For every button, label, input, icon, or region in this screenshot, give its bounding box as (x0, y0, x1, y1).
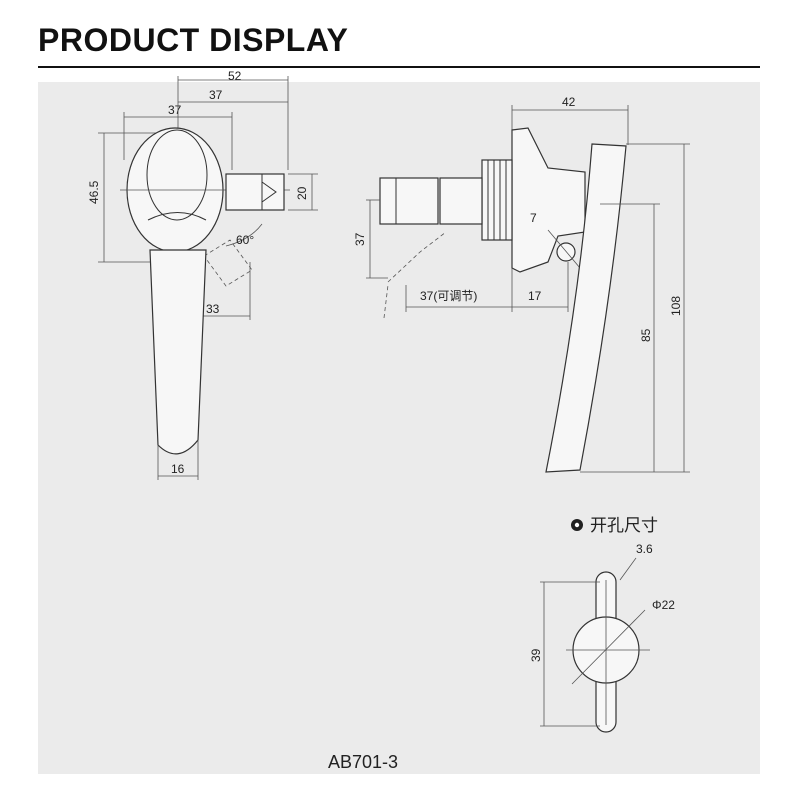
handle-recess (146, 129, 208, 221)
dim-60deg: 60° (236, 233, 254, 247)
cam-swing-path (383, 284, 389, 319)
dim-52: 52 (228, 69, 242, 83)
page-title: PRODUCT DISPLAY (38, 22, 349, 58)
pin-leader (547, 229, 581, 269)
dia-leader (571, 609, 646, 685)
dim-37-lower: 37 (168, 103, 182, 117)
cam-swing-path (387, 231, 447, 283)
lock-housing (511, 127, 586, 273)
dim-16: 16 (171, 462, 185, 476)
nut (439, 177, 483, 225)
dim-7: 7 (530, 211, 537, 225)
cam-bar (225, 173, 285, 211)
side-view: 42 37 7 37(可调节) 17 (353, 95, 690, 473)
dim-phi22: Φ22 (652, 598, 675, 612)
dim-17: 17 (528, 289, 542, 303)
dim-20: 20 (295, 186, 309, 200)
dim-85: 85 (639, 328, 653, 342)
dim-108: 108 (669, 296, 683, 316)
dim-37-adjustable: 37(可调节) (420, 289, 477, 303)
model-label: AB701-3 (328, 752, 398, 772)
cutout-view: 开孔尺寸 3.6 Φ22 39 (529, 516, 675, 733)
dim-33: 33 (206, 302, 220, 316)
leader (619, 557, 637, 581)
title-underline (38, 66, 760, 68)
dim-3-6: 3.6 (636, 542, 653, 556)
dim-39: 39 (529, 648, 543, 662)
threaded-body (481, 159, 513, 241)
angle-arc (225, 223, 263, 247)
dim-37-vert: 37 (353, 232, 367, 246)
handle-side (545, 143, 627, 473)
handle-shank (149, 249, 207, 455)
cutout-title: 开孔尺寸 (590, 516, 658, 535)
cam-shaft (379, 177, 439, 225)
cam-arrow (261, 181, 277, 203)
dim-42: 42 (562, 95, 576, 109)
gear-icon-center (574, 522, 580, 528)
thread-marks (487, 160, 507, 240)
handle-recess-curve (147, 212, 207, 221)
dim-37-upper: 37 (209, 88, 223, 102)
front-view: 52 37 37 46.5 20 60° 33 (87, 69, 318, 480)
dim-46-5: 46.5 (87, 180, 101, 204)
